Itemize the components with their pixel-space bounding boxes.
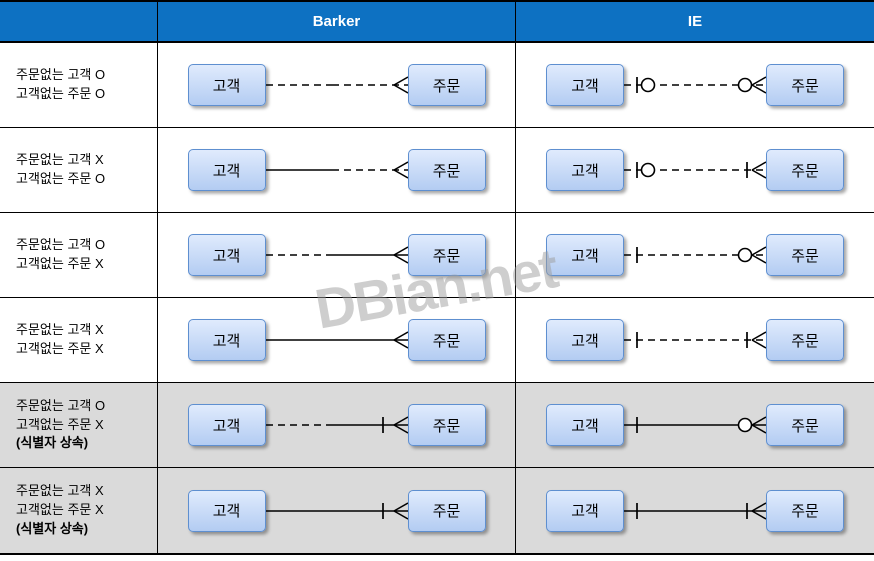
barker-relationship-line	[265, 76, 408, 94]
entity-order: 주문	[766, 404, 844, 446]
row-label-line: 고객없는 주문 X	[16, 502, 104, 518]
barker-relationship-line	[265, 501, 408, 520]
ie-diagram-cell: 고객 주문	[516, 298, 874, 383]
row-label-cell: 주문없는 고객 X 고객없는 주문 X	[0, 298, 158, 383]
ie-relationship-line	[624, 501, 766, 520]
entity-order: 주문	[407, 149, 486, 191]
row-label-line: 고객없는 주문 X	[16, 256, 104, 271]
barker-diagram-cell: 고객 주문	[158, 468, 516, 553]
row-label-line: 주문없는 고객 O	[16, 397, 106, 413]
barker-diagram-cell: 고객 주문	[158, 383, 516, 468]
ie-relationship-line	[624, 246, 766, 264]
ie-diagram-cell: 고객 주문	[516, 468, 874, 553]
row-label-line: 주문없는 고객 O	[16, 67, 106, 83]
entity-customer: 고객	[546, 489, 624, 532]
entity-customer: 고객	[546, 234, 624, 276]
entity-customer: 고객	[546, 319, 624, 361]
row-label-line: 고객없는 주문 O	[16, 171, 106, 186]
barker-relationship-line	[265, 161, 408, 179]
barker-relationship-line	[265, 331, 408, 349]
ie-diagram-cell: 고객 주문	[516, 383, 874, 468]
entity-customer: 고객	[546, 149, 624, 191]
entity-order: 주문	[766, 319, 844, 361]
entity-order: 주문	[407, 489, 486, 532]
entity-customer: 고객	[187, 404, 266, 446]
barker-diagram-cell: 고객 주문	[158, 128, 516, 213]
ie-relationship-line	[624, 161, 766, 179]
row-label-line: 주문없는 고객 X	[16, 152, 104, 168]
ie-relationship-line	[624, 76, 766, 94]
row-label-line: 고객없는 주문 X	[16, 341, 104, 356]
header-barker-label: Barker	[312, 13, 361, 30]
entity-order: 주문	[407, 319, 486, 361]
ie-diagram-cell: 고객 주문	[516, 128, 874, 213]
entity-customer: 고객	[546, 64, 624, 106]
entity-customer: 고객	[187, 234, 266, 276]
ie-diagram-cell: 고객 주문	[516, 43, 874, 128]
header-corner-cell	[0, 2, 158, 43]
entity-order: 주문	[766, 149, 844, 191]
row-label-cell: 주문없는 고객 O 고객없는 주문 X	[0, 213, 158, 298]
header-ie-label: IE	[687, 13, 703, 30]
entity-order: 주문	[766, 64, 844, 106]
row-label-cell: 주문없는 고객 X 고객없는 주문 X (식별자 상속)	[0, 468, 158, 553]
row-label-line: (식별자 상속)	[16, 435, 89, 451]
ie-relationship-line	[624, 416, 766, 434]
entity-customer: 고객	[187, 489, 266, 532]
entity-order: 주문	[766, 234, 844, 276]
row-label-cell: 주문없는 고객 O 고객없는 주문 O	[0, 43, 158, 128]
barker-diagram-cell: 고객 주문	[158, 43, 516, 128]
barker-diagram-cell: 고객 주문	[158, 213, 516, 298]
row-label-line: 주문없는 고객 O	[16, 237, 106, 253]
entity-order: 주문	[407, 404, 486, 446]
entity-order: 주문	[407, 64, 486, 106]
barker-relationship-line	[265, 416, 408, 434]
barker-relationship-line	[265, 246, 408, 264]
row-label-line: (식별자 상속)	[16, 520, 89, 536]
entity-order: 주문	[766, 489, 844, 532]
row-label-line: 고객없는 주문 X	[16, 416, 104, 432]
row-label-line: 고객없는 주문 O	[16, 86, 106, 101]
row-label-line: 주문없는 고객 X	[16, 322, 104, 338]
entity-customer: 고객	[187, 64, 266, 106]
row-label-line: 주문없는 고객 X	[16, 483, 104, 499]
header-ie: IE	[516, 2, 874, 43]
barker-diagram-cell: 고객 주문	[158, 298, 516, 383]
header-barker: Barker	[158, 2, 516, 43]
entity-customer: 고객	[187, 319, 266, 361]
entity-order: 주문	[407, 234, 486, 276]
row-label-cell: 주문없는 고객 O 고객없는 주문 X (식별자 상속)	[0, 383, 158, 468]
entity-customer: 고객	[546, 404, 624, 446]
entity-customer: 고객	[187, 149, 266, 191]
row-label-cell: 주문없는 고객 X 고객없는 주문 O	[0, 128, 158, 213]
ie-diagram-cell: 고객 주문	[516, 213, 874, 298]
ie-relationship-line	[624, 331, 766, 349]
